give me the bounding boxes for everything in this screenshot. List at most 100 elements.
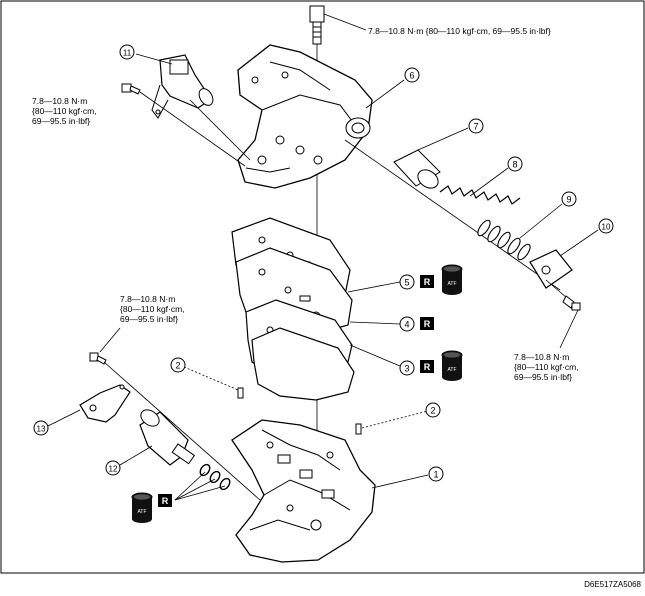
callout-2-right-text: 2 <box>430 406 435 416</box>
atf-symbol-3: ATF <box>441 350 463 382</box>
solenoid-valve-lower <box>139 409 196 466</box>
callout-2-left: 2 <box>170 357 186 373</box>
solenoid-bracket <box>79 384 131 423</box>
torque-top-bolt-line: 7.8—10.8 N·m {80—110 kgf·cm, 69—95.5 in·… <box>368 26 551 36</box>
torque-spec-bracket-bolt: 7.8—10.8 N·m {80—110 kgf·cm, 69—95.5 in·… <box>120 294 185 324</box>
callout-2-right: 2 <box>425 402 441 418</box>
replace-symbol-5-text: R <box>424 277 431 287</box>
callout-9-leader <box>519 203 563 239</box>
callout-10: 10 <box>598 218 614 234</box>
callout-9: 9 <box>561 191 577 207</box>
document-code: D6E517ZA5068 <box>584 580 641 589</box>
callout-13-text: 13 <box>37 425 46 434</box>
torque-bracket-line-3: 69—95.5 in·lbf} <box>120 314 179 324</box>
dowel-pin-left <box>237 387 244 399</box>
valve-plug <box>477 219 531 261</box>
callout-11: 11 <box>119 44 135 60</box>
callout-5-text: 5 <box>404 278 409 288</box>
atf-symbol-oring-text: ATF <box>137 509 146 515</box>
replace-symbol-5: R <box>420 275 434 288</box>
callout-5: 5 <box>399 274 415 290</box>
replace-symbol-4: R <box>420 317 434 330</box>
callout-3-text: 3 <box>404 364 409 374</box>
o-ring-leader-c <box>174 485 226 501</box>
solenoid-bolt <box>121 83 141 95</box>
torque-cover-line-2: {80—110 kgf·cm, <box>514 362 579 372</box>
torque-spec-cover-bolt: 7.8—10.8 N·m {80—110 kgf·cm, 69—95.5 in·… <box>514 352 579 382</box>
o-ring-leader-b <box>174 478 216 501</box>
torque-solenoid-line-2: {80—110 kgf·cm, <box>32 106 97 116</box>
top-bolt <box>309 5 325 45</box>
callout-12-leader <box>119 445 153 466</box>
torque-bracket-line-1: 7.8—10.8 N·m <box>120 294 176 304</box>
callout-4-leader <box>349 321 401 325</box>
lower-valve-body <box>231 419 376 563</box>
callout-1-text: 1 <box>433 470 438 480</box>
callout-13: 13 <box>33 420 49 436</box>
callout-1: 1 <box>428 466 444 482</box>
callout-6-text: 6 <box>409 71 414 81</box>
torque-bracket-line-2: {80—110 kgf·cm, <box>120 304 185 314</box>
replace-symbol-oring-text: R <box>162 496 169 506</box>
replace-symbol-3: R <box>420 360 434 373</box>
o-rings <box>199 463 231 491</box>
torque-cover-line-1: 7.8—10.8 N·m <box>514 352 570 362</box>
callout-7-leader <box>417 127 469 151</box>
o-ring-leader-a <box>174 471 206 501</box>
callout-2-left-leader <box>183 366 239 391</box>
retainer-bolt-leader <box>559 309 579 349</box>
torque-spec-top-bolt: 7.8—10.8 N·m {80—110 kgf·cm, 69—95.5 in·… <box>368 26 551 36</box>
atf-symbol-oring: ATF <box>131 492 153 524</box>
callout-12-text: 12 <box>109 465 118 474</box>
callout-10-leader <box>559 229 599 257</box>
atf-symbol-3-text: ATF <box>447 367 456 373</box>
torque-spec-solenoid-bolt: 7.8—10.8 N·m {80—110 kgf·cm, 69—95.5 in·… <box>32 96 97 126</box>
diagram-border <box>0 0 645 574</box>
callout-8-text: 8 <box>512 160 517 170</box>
top-bolt-leader <box>323 13 367 31</box>
callout-11-leader <box>135 53 173 65</box>
torque-solenoid-line-1: 7.8—10.8 N·m <box>32 96 88 106</box>
torque-solenoid-line-3: 69—95.5 in·lbf} <box>32 116 91 126</box>
atf-symbol-5-text: ATF <box>447 281 456 287</box>
callout-10-text: 10 <box>602 223 611 232</box>
callout-2-right-leader <box>361 410 429 429</box>
replace-symbol-3-text: R <box>424 362 431 372</box>
solenoid-valve-upper <box>151 54 214 119</box>
callout-4: 4 <box>399 316 415 332</box>
bracket-bolt-axis <box>103 361 261 501</box>
callout-5-leader <box>347 281 401 293</box>
atf-symbol-5: ATF <box>441 264 463 296</box>
callout-13-leader <box>47 409 81 427</box>
solenoid-bolt-axis <box>139 91 246 167</box>
callout-4-text: 4 <box>404 320 409 330</box>
callout-7: 7 <box>468 118 484 134</box>
dowel-pin-right <box>355 423 362 435</box>
callout-2-left-text: 2 <box>175 361 180 371</box>
callout-3-leader <box>349 344 401 367</box>
callout-12: 12 <box>105 460 121 476</box>
plate-bottom <box>251 327 355 401</box>
bracket-bolt-leader <box>99 327 121 353</box>
callout-9-text: 9 <box>566 195 571 205</box>
callout-11-text: 11 <box>123 49 132 58</box>
retainer-bolt <box>545 279 581 311</box>
upper-valve-body <box>237 44 373 189</box>
spool-axis-line <box>344 139 561 291</box>
valve-sleeve <box>393 149 441 189</box>
replace-symbol-oring: R <box>158 494 172 507</box>
callout-8-leader <box>469 167 509 197</box>
callout-6-leader <box>365 79 405 109</box>
retainer-plate <box>529 249 573 289</box>
callout-3: 3 <box>399 360 415 376</box>
callout-7-text: 7 <box>473 122 478 132</box>
bracket-bolt <box>89 352 107 365</box>
callout-1-leader <box>371 474 429 489</box>
callout-8: 8 <box>507 156 523 172</box>
callout-6: 6 <box>404 67 420 83</box>
solenoid-axis-line <box>189 99 251 161</box>
valve-spring <box>439 185 521 205</box>
torque-cover-line-3: 69—95.5 in·lbf} <box>514 372 573 382</box>
